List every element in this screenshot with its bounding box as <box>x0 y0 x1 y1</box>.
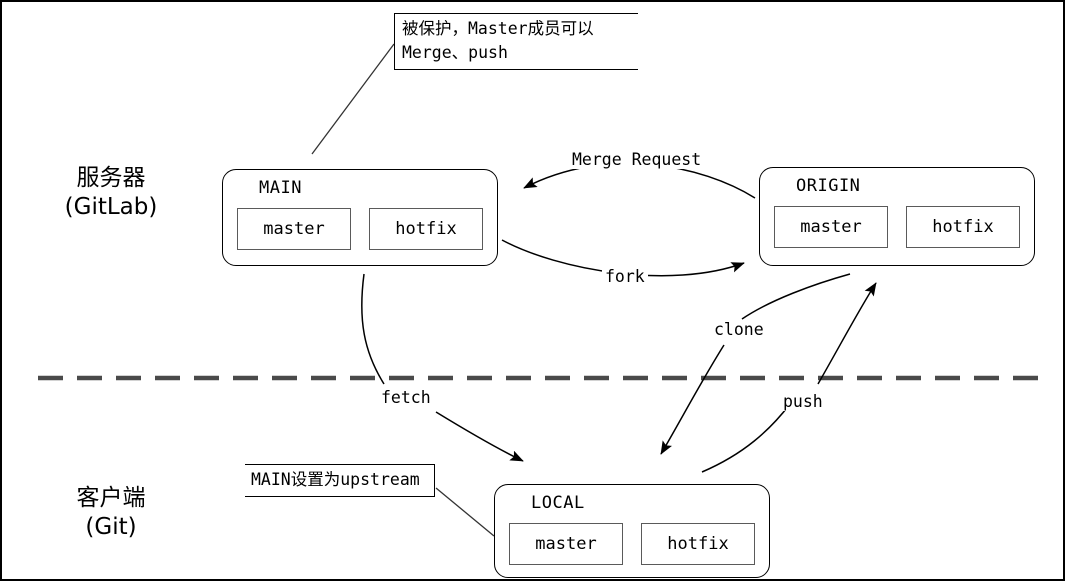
repo-box-main[interactable]: MAIN master hotfix <box>222 169 498 266</box>
branch-box-origin-hotfix[interactable]: hotfix <box>906 206 1020 248</box>
edge-clone-arrow-lower <box>660 344 725 455</box>
edge-label-push: push <box>780 392 826 411</box>
edge-clone-arrow-upper <box>741 273 851 320</box>
edge-label-merge-request: Merge Request <box>569 150 705 169</box>
repo-title-origin: ORIGIN <box>796 176 861 196</box>
branch-row-main: master hotfix <box>237 208 483 250</box>
repo-box-local[interactable]: LOCAL master hotfix <box>494 484 770 578</box>
branch-row-origin: master hotfix <box>774 206 1020 248</box>
edge-push-arrow-lower <box>701 403 791 473</box>
annotation-main-upstream: MAIN设置为upstream <box>245 464 435 497</box>
edge-label-fork: fork <box>602 267 648 286</box>
branch-box-main-master[interactable]: master <box>237 208 351 250</box>
leader-line-upstream-note <box>435 487 495 537</box>
edge-push-arrow-upper <box>817 282 877 385</box>
edge-label-clone: clone <box>711 320 767 339</box>
leader-line-protected-note <box>311 43 395 155</box>
branch-box-local-hotfix[interactable]: hotfix <box>641 523 755 565</box>
edge-label-fetch: fetch <box>378 388 434 407</box>
branch-box-main-hotfix[interactable]: hotfix <box>369 208 483 250</box>
edge-fetch-arrow-upper <box>361 273 385 385</box>
branch-row-local: master hotfix <box>509 523 755 565</box>
branch-box-origin-master[interactable]: master <box>774 206 888 248</box>
edge-fetch-arrow-lower <box>435 411 524 462</box>
repo-box-origin[interactable]: ORIGIN master hotfix <box>759 167 1035 266</box>
repo-title-local: LOCAL <box>531 493 585 513</box>
zone-label-server: 服务器 (GitLab) <box>64 165 158 221</box>
annotation-protected-branch: 被保护，Master成员可以 Merge、push <box>394 13 638 70</box>
repo-title-main: MAIN <box>259 178 302 198</box>
branch-box-local-master[interactable]: master <box>509 523 623 565</box>
zone-label-client: 客户端 (Git) <box>76 485 146 541</box>
